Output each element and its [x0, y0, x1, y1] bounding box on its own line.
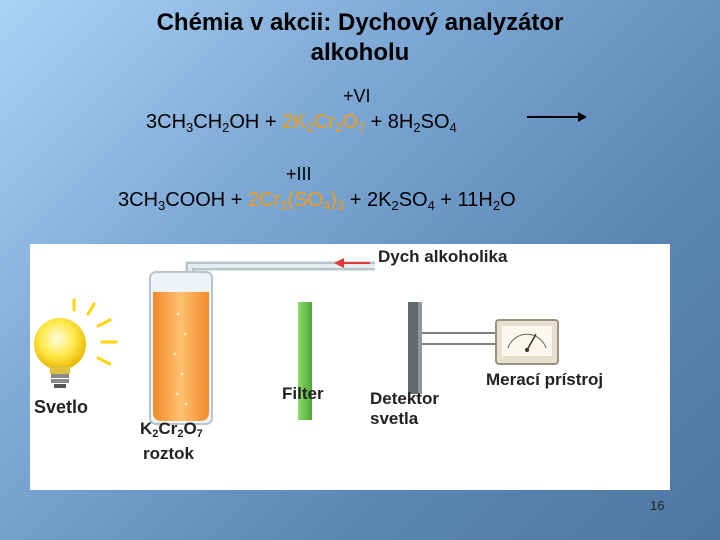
breath-arrow — [334, 258, 370, 268]
title-line-1: Chémia v akcii: Dychový analyzátor — [156, 9, 564, 36]
product-subscript: 3 — [336, 198, 345, 213]
product-subscript: 2 — [492, 198, 501, 213]
product-text: COOH + — [165, 189, 249, 211]
breath-label: Dych alkoholika — [378, 247, 508, 266]
slide-title: Chémia v akcii: Dychový analyzátor alkoh… — [60, 8, 660, 68]
breathalyzer-diagram: Dych alkoholika Svetlo Filter Detektor s… — [30, 244, 670, 490]
reactant-text: 2K — [282, 111, 307, 133]
product-text: (SO — [287, 189, 324, 211]
product-subscript: 2 — [391, 198, 399, 213]
reactant-text: Cr — [313, 111, 335, 133]
reactant-subscript: 7 — [357, 120, 366, 135]
detector-label-line-1: Detektor — [370, 389, 439, 408]
product-subscript: 2 — [280, 198, 288, 213]
reactant-text: CH — [193, 111, 223, 133]
solution-formula-text: Cr — [158, 419, 178, 438]
filter-plate — [298, 302, 312, 420]
product-text: O — [500, 189, 516, 211]
reactant-text: SO — [420, 111, 450, 133]
oxidation-state-vi: +VI — [343, 86, 371, 106]
reactant-text: + 8H — [365, 111, 414, 133]
oxidation-state-iii: +III — [286, 164, 312, 184]
reactant-subscript: 2 — [222, 120, 230, 135]
reactant-subscript: 2 — [306, 120, 314, 135]
reactant-text: OH + — [229, 111, 283, 133]
product-text: + 2K — [344, 189, 392, 211]
light-detector — [408, 302, 422, 394]
detector-label-line-2: svetla — [370, 409, 419, 428]
equation-products: 3CH3COOH + 2Cr2(SO4)3 + 2K2SO4 + 11H2O — [118, 189, 516, 213]
reactant-subscript: 3 — [186, 120, 194, 135]
product-text: 2Cr — [248, 189, 281, 211]
product-text: 3CH — [118, 189, 159, 211]
filter-label: Filter — [282, 384, 324, 403]
reactant-text: O — [342, 111, 358, 133]
reactant-subscript: 4 — [449, 120, 457, 135]
test-tube — [149, 271, 213, 425]
meter-icon — [495, 319, 559, 365]
diagram-graphics — [34, 258, 559, 425]
light-bulb-icon — [34, 318, 86, 388]
product-text: + 11H — [434, 189, 493, 211]
product-subscript: 4 — [427, 198, 435, 213]
solution-formula-text: K — [140, 419, 153, 438]
solution-formula-subscript: 7 — [196, 428, 203, 440]
solution-formula-subscript: 2 — [152, 428, 159, 440]
reactant-subscript: 2 — [334, 120, 343, 135]
product-text: SO — [398, 189, 428, 211]
solution-formula: K2Cr2O7 — [140, 419, 203, 444]
solution-formula-text: O — [183, 419, 197, 438]
light-label: Svetlo — [34, 397, 89, 417]
light-rays — [72, 298, 118, 366]
page-number: 16 — [650, 498, 665, 513]
reactant-text: 3CH — [146, 111, 187, 133]
title-line-2: alkoholu — [310, 39, 410, 66]
product-text: ) — [330, 189, 337, 211]
reaction-arrow — [527, 112, 587, 122]
solution-formula-subscript: 2 — [177, 428, 184, 440]
reactant-subscript: 2 — [413, 120, 421, 135]
solution-label: roztok — [143, 444, 194, 463]
product-subscript: 3 — [158, 198, 166, 213]
meter-label: Merací prístroj — [486, 370, 604, 389]
equation-reactants: 3CH3CH2OH + 2K2Cr2O7 + 8H2SO4 — [146, 111, 457, 135]
breath-tube — [185, 261, 375, 394]
product-subscript: 4 — [323, 198, 331, 213]
detector-label: Detektor svetla — [370, 389, 439, 429]
